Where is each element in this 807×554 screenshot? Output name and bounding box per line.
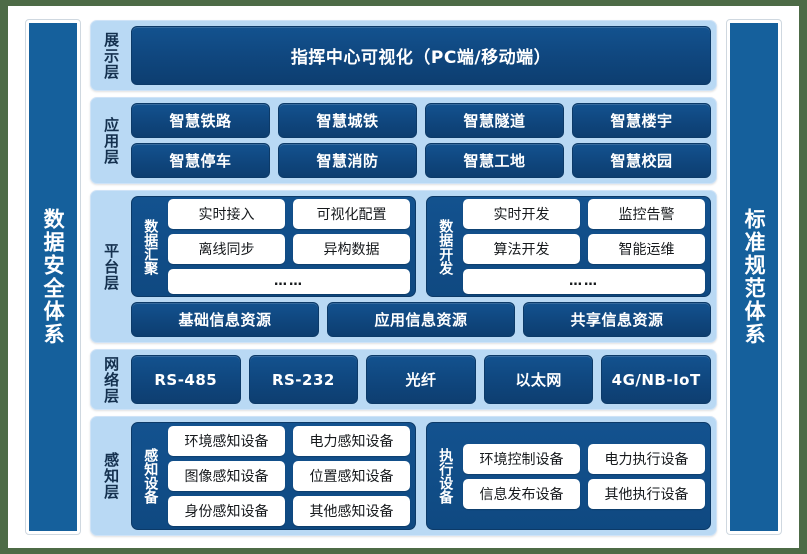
aggregation-item-offline-sync[interactable]: 离线同步 [168,234,285,265]
sensing-row-3: 身份感知设备 其他感知设备 [168,496,410,527]
sensing-item-power[interactable]: 电力感知设备 [293,426,410,457]
pillar-data-security: 数据安全体系 [25,19,81,535]
layer-application-body: 智慧铁路 智慧城铁 智慧隧道 智慧楼宇 智慧停车 智慧消防 智慧工地 智慧校园 [131,103,711,178]
aggregation-row-2: 离线同步 异构数据 [168,234,410,265]
group-actuating-devices: 执行设备 环境控制设备 电力执行设备 信息发布设备 其他执行设备 [426,422,711,530]
layer-perception-body: 感知设备 环境感知设备 电力感知设备 图像感知设备 位置感知设备 [131,422,711,530]
aggregation-row-1: 实时接入 可视化配置 [168,199,410,230]
actuating-row-1: 环境控制设备 电力执行设备 [463,443,705,474]
platform-groups: 数据汇聚 实时接入 可视化配置 离线同步 异构数据 …… [131,196,711,298]
app-item-smart-building[interactable]: 智慧楼宇 [572,103,711,138]
app-item-smart-tunnel[interactable]: 智慧隧道 [425,103,564,138]
group-data-aggregation-label: 数据汇聚 [142,218,159,275]
group-actuating-devices-label: 执行设备 [437,448,454,505]
resource-item-basic-info[interactable]: 基础信息资源 [131,302,319,338]
app-item-smart-campus[interactable]: 智慧校园 [572,143,711,178]
aggregation-item-visual-config[interactable]: 可视化配置 [293,199,410,230]
layer-platform-label: 平台层 [102,242,121,291]
actuating-item-power-execution[interactable]: 电力执行设备 [588,443,705,474]
layer-application: 应用层 智慧铁路 智慧城铁 智慧隧道 智慧楼宇 智慧停车 智慧消防 智慧工地 智… [90,97,717,184]
group-sensing-devices: 感知设备 环境感知设备 电力感知设备 图像感知设备 位置感知设备 [131,422,416,530]
development-row-3: …… [463,269,705,295]
app-item-smart-firefighting[interactable]: 智慧消防 [278,143,417,178]
aggregation-row-3: …… [168,269,410,295]
group-actuating-devices-body: 环境控制设备 电力执行设备 信息发布设备 其他执行设备 [463,428,705,524]
sensing-item-image[interactable]: 图像感知设备 [168,461,285,492]
app-item-smart-railway[interactable]: 智慧铁路 [131,103,270,138]
development-item-algorithm-dev[interactable]: 算法开发 [463,234,580,265]
sensing-item-identity[interactable]: 身份感知设备 [168,496,285,527]
display-row: 指挥中心可视化（PC端/移动端） [131,26,711,85]
layer-network: 网络层 RS-485 RS-232 光纤 以太网 4G/NB-IoT [90,349,717,411]
app-item-smart-metro[interactable]: 智慧城铁 [278,103,417,138]
group-data-aggregation-body: 实时接入 可视化配置 离线同步 异构数据 …… [168,199,410,295]
network-item-rs232[interactable]: RS-232 [248,355,359,405]
actuating-item-environment-control[interactable]: 环境控制设备 [463,443,580,474]
group-data-development-label: 数据开发 [437,218,454,275]
network-item-fiber[interactable]: 光纤 [366,355,476,405]
layer-network-label: 网络层 [102,355,121,404]
network-item-rs485[interactable]: RS-485 [131,355,241,405]
group-data-development: 数据开发 实时开发 监控告警 算法开发 智能运维 …… [426,196,711,298]
actuating-row-2: 信息发布设备 其他执行设备 [463,478,705,509]
actuating-item-other[interactable]: 其他执行设备 [588,478,705,509]
layer-perception: 感知层 感知设备 环境感知设备 电力感知设备 图像感知设备 [90,416,717,536]
display-banner-command-center[interactable]: 指挥中心可视化（PC端/移动端） [131,26,711,85]
development-row-1: 实时开发 监控告警 [463,199,705,230]
sensing-item-location[interactable]: 位置感知设备 [293,461,410,492]
aggregation-item-heterogeneous-data[interactable]: 异构数据 [293,234,410,265]
layer-display-body: 指挥中心可视化（PC端/移动端） [131,26,711,85]
network-row: RS-485 RS-232 光纤 以太网 4G/NB-IoT [131,355,711,405]
perception-groups: 感知设备 环境感知设备 电力感知设备 图像感知设备 位置感知设备 [131,422,711,530]
aggregation-item-ellipsis[interactable]: …… [168,269,410,295]
layer-application-label: 应用层 [102,116,121,165]
layer-perception-label: 感知层 [102,452,121,501]
group-sensing-devices-body: 环境感知设备 电力感知设备 图像感知设备 位置感知设备 身份感知设备 其他感知设… [168,426,410,527]
sensing-row-2: 图像感知设备 位置感知设备 [168,461,410,492]
group-data-aggregation: 数据汇聚 实时接入 可视化配置 离线同步 异构数据 …… [131,196,416,298]
sensing-row-1: 环境感知设备 电力感知设备 [168,426,410,457]
development-item-realtime-dev[interactable]: 实时开发 [463,199,580,230]
layer-platform-body: 数据汇聚 实时接入 可视化配置 离线同步 异构数据 …… [131,196,711,338]
application-row-2: 智慧停车 智慧消防 智慧工地 智慧校园 [131,143,711,178]
group-data-development-body: 实时开发 监控告警 算法开发 智能运维 …… [463,199,705,295]
resource-item-application-info[interactable]: 应用信息资源 [327,302,515,338]
resource-item-shared-info[interactable]: 共享信息资源 [523,302,711,338]
actuating-item-info-publish[interactable]: 信息发布设备 [463,478,580,509]
development-item-smart-ops[interactable]: 智能运维 [588,234,705,265]
development-item-ellipsis[interactable]: …… [463,269,705,295]
application-row-1: 智慧铁路 智慧城铁 智慧隧道 智慧楼宇 [131,103,711,138]
development-row-2: 算法开发 智能运维 [463,234,705,265]
layer-stack: 展示层 指挥中心可视化（PC端/移动端） 应用层 智慧铁路 智慧城铁 智慧隧道 … [90,6,717,548]
network-item-4g-nbiot[interactable]: 4G/NB-IoT [601,355,711,405]
sensing-item-environment[interactable]: 环境感知设备 [168,426,285,457]
development-item-monitor-alarm[interactable]: 监控告警 [588,199,705,230]
network-item-ethernet[interactable]: 以太网 [483,355,594,405]
app-item-smart-construction[interactable]: 智慧工地 [425,143,564,178]
platform-resources-row: 基础信息资源 应用信息资源 共享信息资源 [131,302,711,338]
architecture-diagram: 数据安全体系 展示层 指挥中心可视化（PC端/移动端） 应用层 智慧铁路 智慧城… [8,6,799,548]
layer-display-label: 展示层 [102,31,121,80]
pillar-standards-system: 标准规范体系 [726,19,782,535]
sensing-item-other[interactable]: 其他感知设备 [293,496,410,527]
layer-display: 展示层 指挥中心可视化（PC端/移动端） [90,20,717,91]
app-item-smart-parking[interactable]: 智慧停车 [131,143,270,178]
layer-network-body: RS-485 RS-232 光纤 以太网 4G/NB-IoT [131,355,711,405]
layer-platform: 平台层 数据汇聚 实时接入 可视化配置 离线同步 异 [90,190,717,344]
group-sensing-devices-label: 感知设备 [142,448,159,505]
aggregation-item-realtime-access[interactable]: 实时接入 [168,199,285,230]
